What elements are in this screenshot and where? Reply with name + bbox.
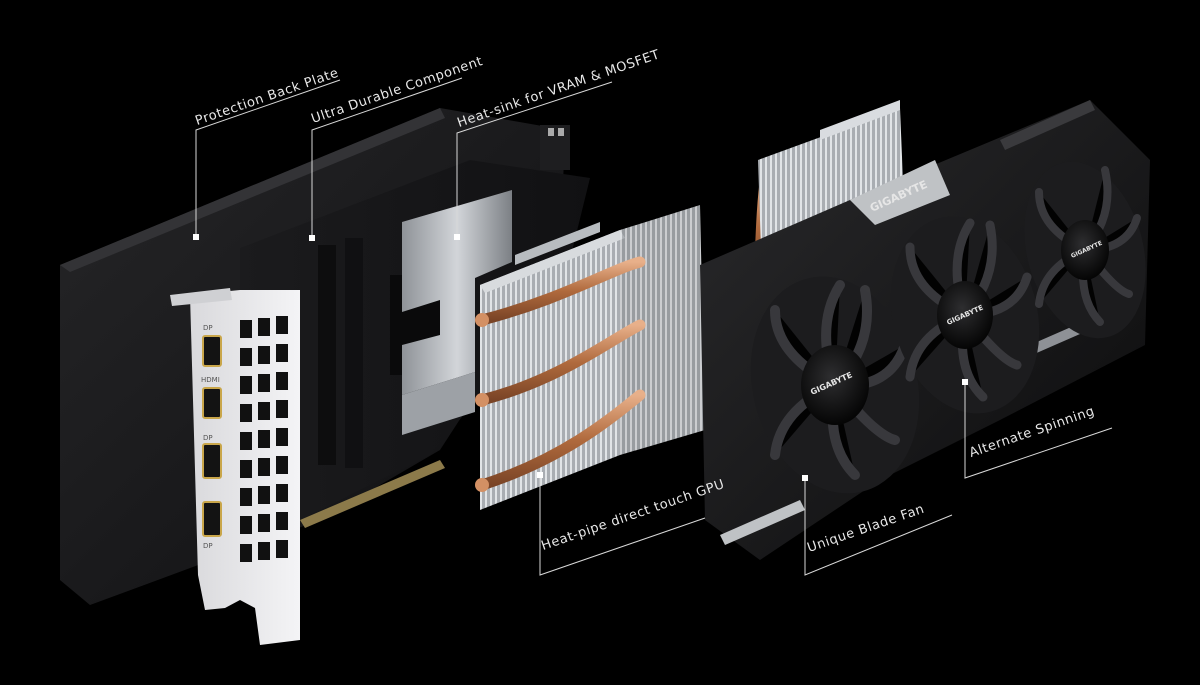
leader-alternate-spinning — [964, 382, 1113, 479]
leader-heatpipe-gpu — [539, 475, 706, 576]
display-ports — [202, 335, 222, 537]
port-label-3: DP — [203, 434, 213, 442]
leader-durable-component — [311, 77, 463, 238]
leader-heatsink-vram — [456, 81, 613, 237]
port-label-4: DP — [203, 542, 213, 550]
fan-right — [1024, 161, 1146, 339]
vram-mosfet-heatsink-plate — [402, 190, 512, 435]
leader-back-plate — [195, 79, 341, 237]
fan-left — [750, 276, 920, 494]
heat-pipes — [475, 174, 770, 492]
fan-center — [890, 216, 1040, 414]
leader-blade-fan — [804, 478, 953, 576]
callout-anchor-dots — [193, 234, 968, 481]
callout-leaders — [195, 77, 1113, 576]
port-label-1: DP — [203, 324, 213, 332]
port-label-2: HDMI — [201, 376, 220, 384]
io-bracket: DP HDMI DP DP — [170, 288, 300, 645]
